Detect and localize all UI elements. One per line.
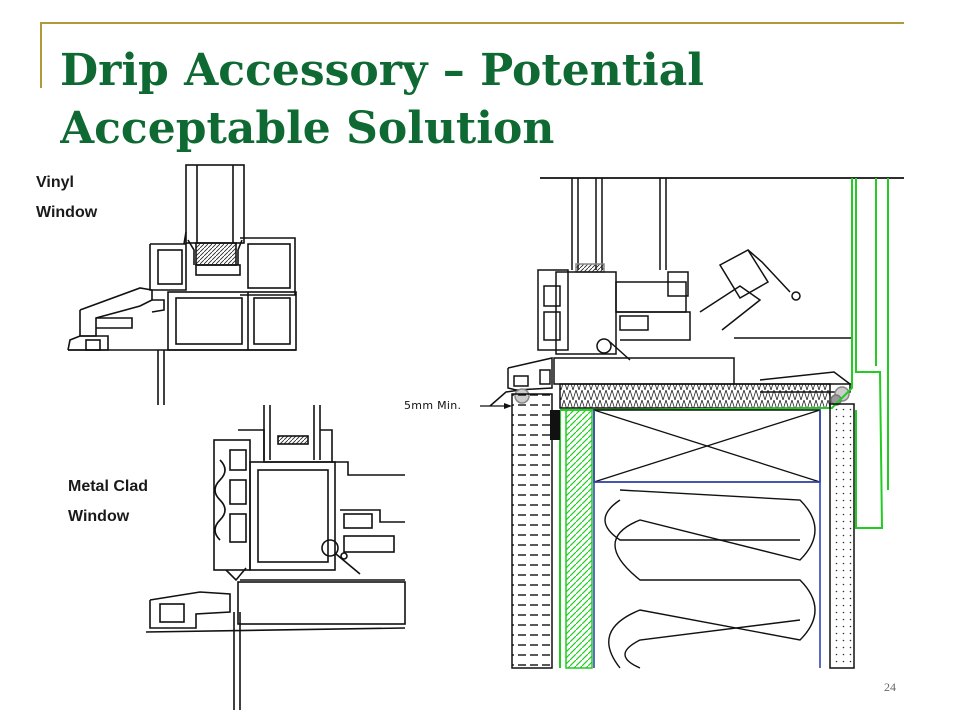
metal-clad-window-label-line-2: Window <box>68 508 130 525</box>
dimension-label: 5mm Min. <box>404 399 462 412</box>
metal-clad-window-label: Metal Clad Window <box>68 472 148 532</box>
vinyl-window-label-line-2: Window <box>36 204 98 221</box>
page-number: 24 <box>884 680 896 694</box>
vinyl-window-profile <box>67 164 297 405</box>
wall-section-drawing <box>480 177 904 669</box>
slide-frame-left <box>40 22 42 88</box>
metal-clad-window-profile <box>145 405 406 710</box>
vinyl-window-label: Vinyl Window <box>36 168 97 228</box>
slide-title-line-1: Drip Accessory – Potential <box>60 45 704 96</box>
vinyl-window-label-line-1: Vinyl <box>36 174 74 191</box>
slide-title: Drip Accessory – Potential Acceptable So… <box>60 42 820 158</box>
slide-title-line-2: Acceptable Solution <box>60 103 555 154</box>
metal-clad-window-label-line-1: Metal Clad <box>68 478 149 495</box>
slide-frame-top <box>40 22 904 24</box>
